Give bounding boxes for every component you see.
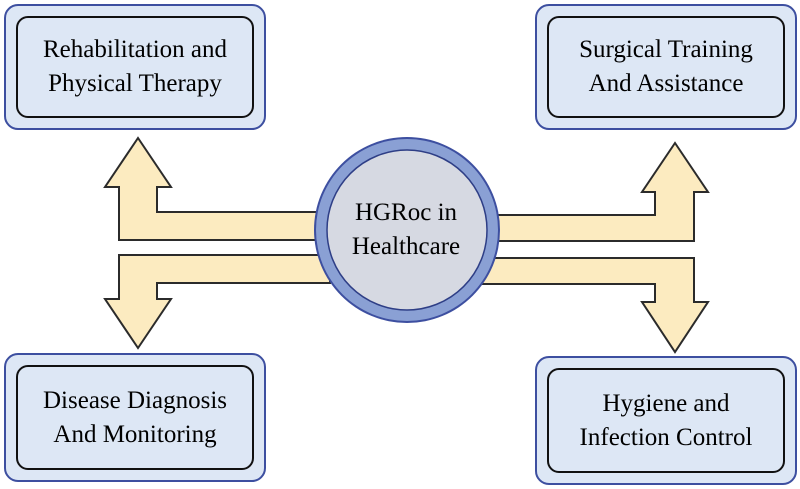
- arrow-down-right: [479, 257, 710, 354]
- arrow-down-left: [103, 254, 331, 350]
- application-box-surgical: Surgical Training And Assistance: [535, 4, 797, 130]
- application-box-hygiene: Hygiene and Infection Control: [535, 356, 797, 485]
- application-label-hygiene: Hygiene and Infection Control: [579, 389, 753, 451]
- center-circle: [326, 149, 488, 311]
- application-box-inner: Disease Diagnosis And Monitoring: [16, 365, 254, 470]
- application-box-inner: Surgical Training And Assistance: [547, 16, 785, 118]
- application-box-diagnosis: Disease Diagnosis And Monitoring: [4, 353, 266, 482]
- application-box-inner: Rehabilitation and Physical Therapy: [16, 16, 254, 118]
- application-label-surgical: Surgical Training And Assistance: [579, 36, 753, 97]
- application-label-diagnosis: Disease Diagnosis And Monitoring: [43, 386, 227, 448]
- application-label-rehabilitation: Rehabilitation and Physical Therapy: [43, 36, 227, 97]
- application-box-rehabilitation: Rehabilitation and Physical Therapy: [4, 4, 266, 130]
- arrow-up-left: [103, 136, 331, 241]
- application-box-inner: Hygiene and Infection Control: [547, 368, 785, 473]
- center-label: HGRoc in Healthcare: [351, 199, 461, 260]
- arrow-up-right: [479, 141, 710, 242]
